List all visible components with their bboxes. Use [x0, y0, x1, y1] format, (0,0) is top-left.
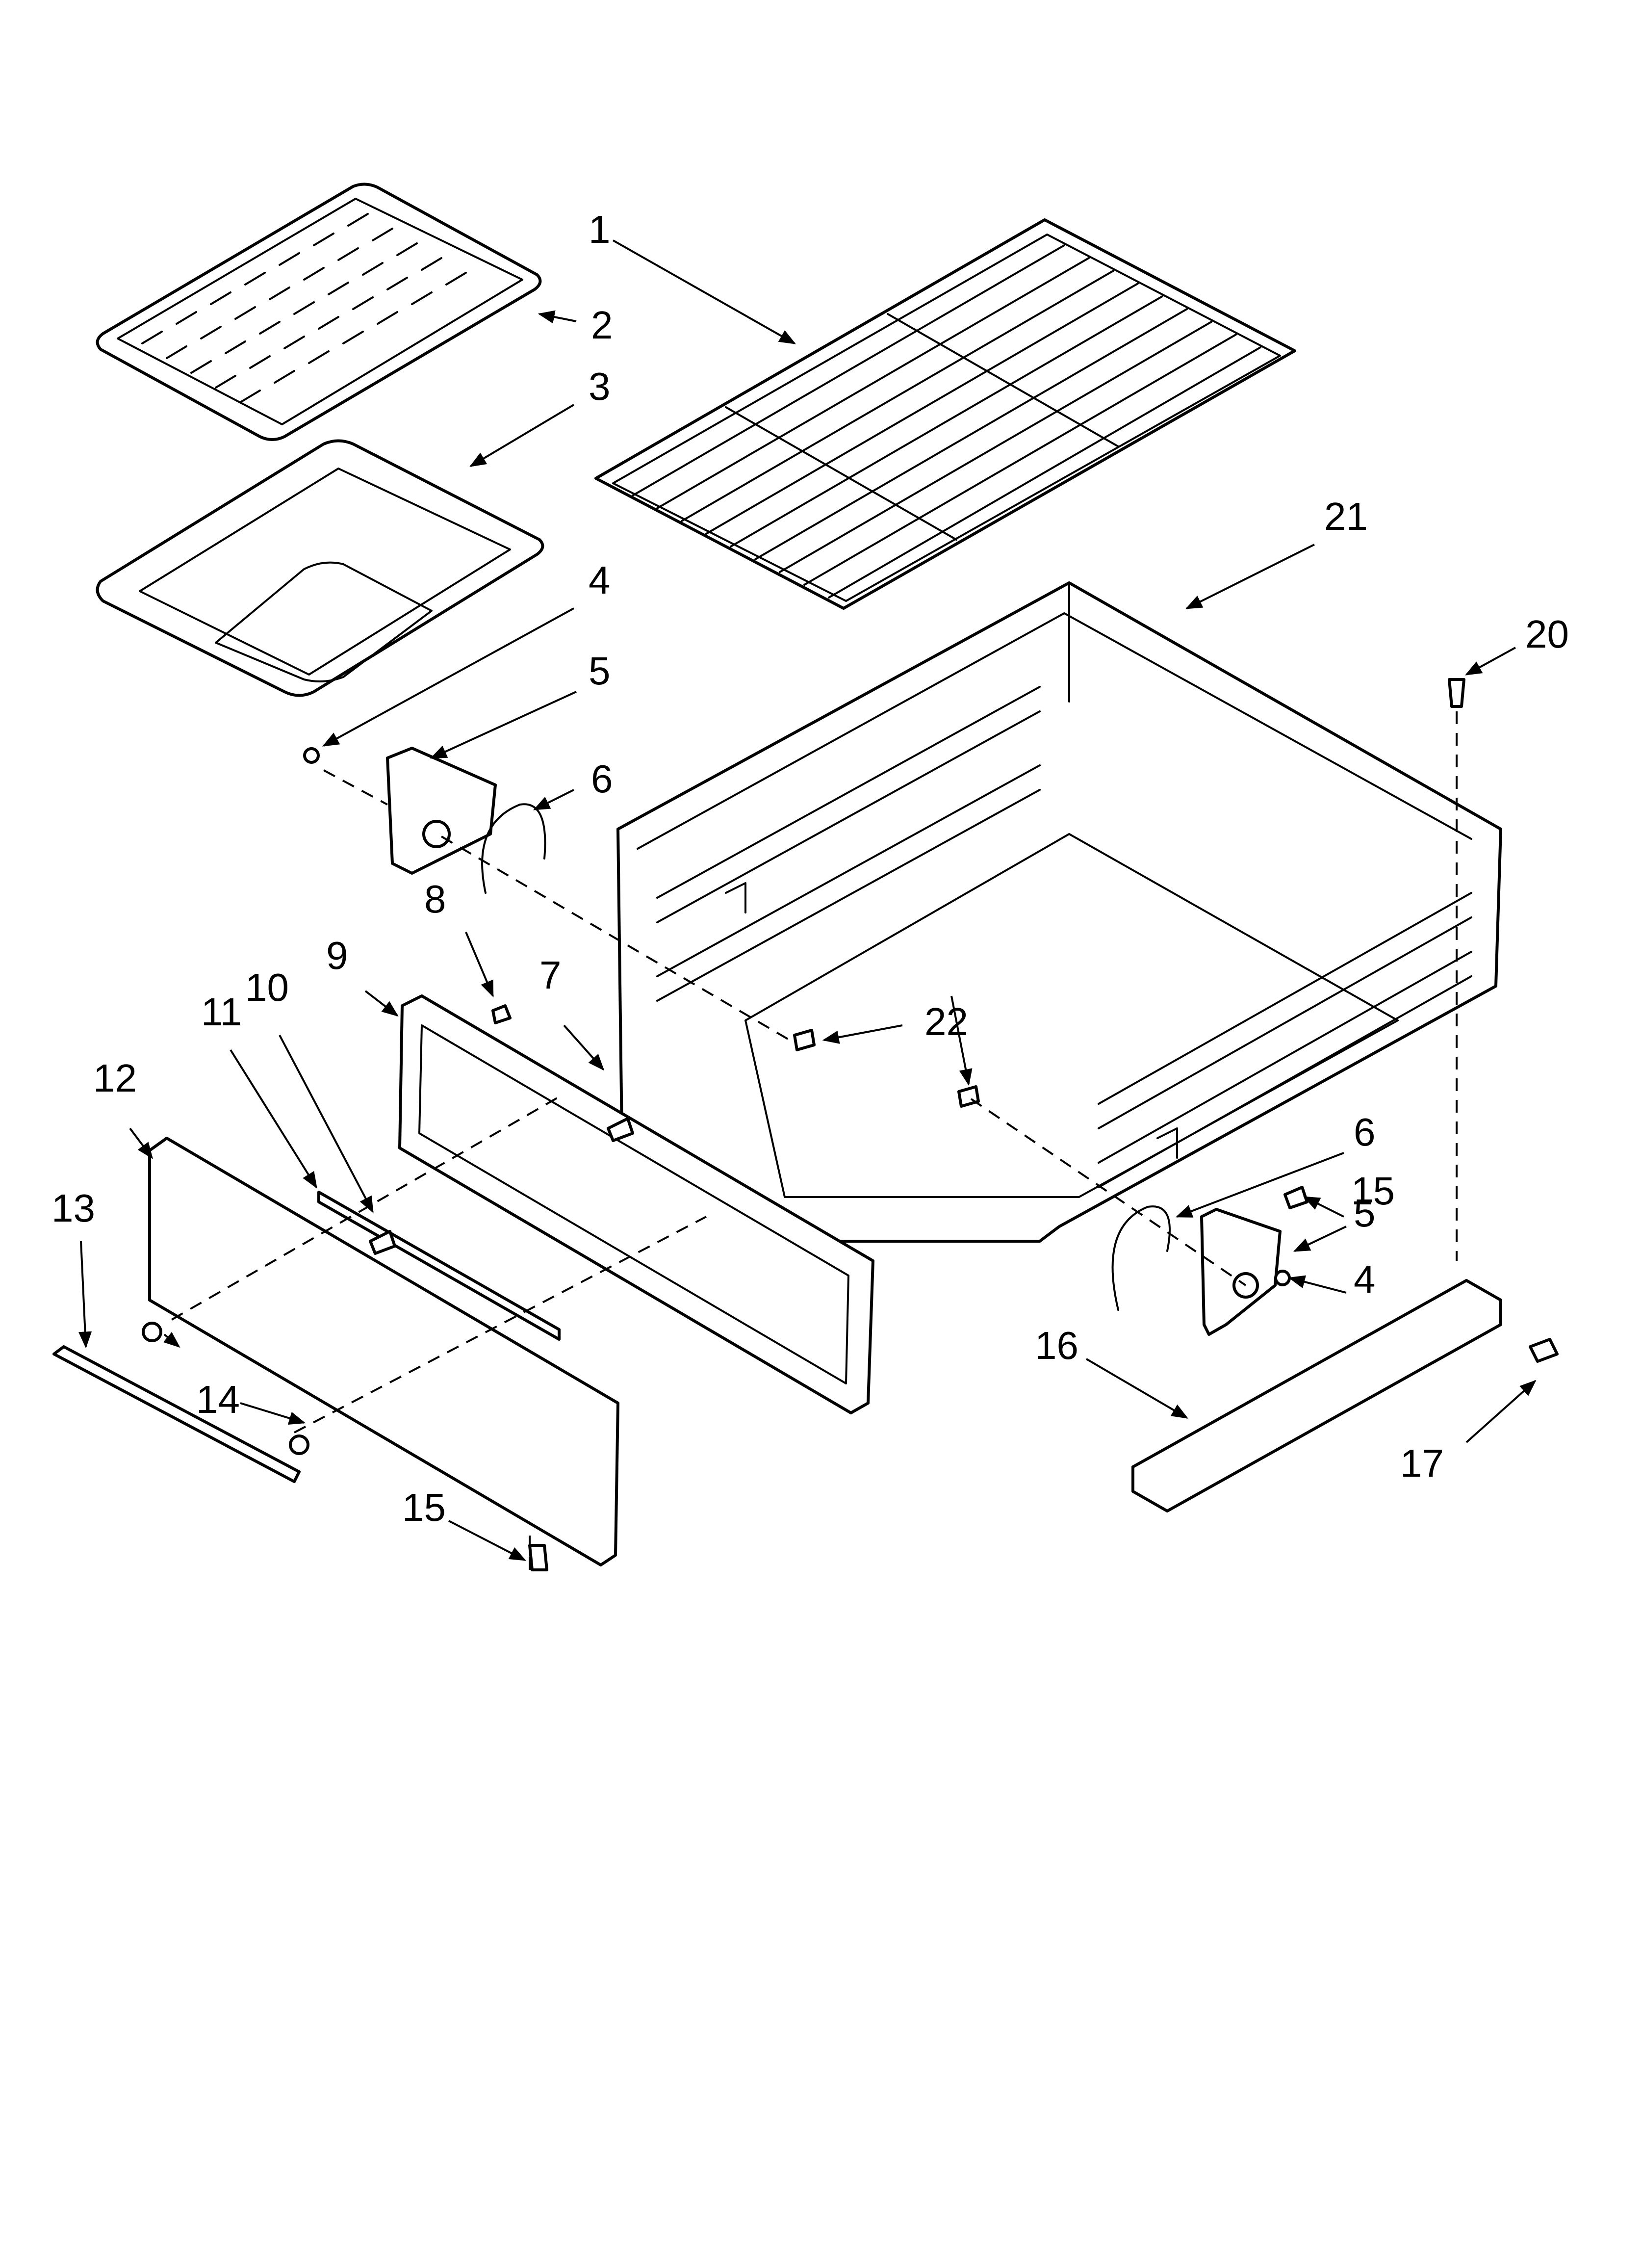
drawer-front-panel [148, 1137, 619, 1566]
spacer-lower [289, 1434, 309, 1455]
screw-15-right [1283, 1186, 1308, 1209]
trim-strip [52, 1345, 301, 1483]
callout-4-right: 4 [1354, 1257, 1376, 1301]
nut-left [303, 747, 320, 764]
nut-right [1274, 1270, 1291, 1286]
callout-3: 3 [589, 365, 611, 408]
hinge-bracket-left [386, 747, 497, 875]
callout-14: 14 [196, 1378, 240, 1421]
hinge-rod [317, 1191, 561, 1341]
drawer-rail [1131, 1279, 1502, 1512]
callout-5-right: 5 [1354, 1191, 1376, 1235]
callout-11: 11 [201, 990, 242, 1034]
callout-8: 8 [424, 877, 446, 921]
screw-22-upper [793, 1029, 816, 1051]
broiler-grid [96, 182, 542, 441]
spacer-upper [142, 1322, 162, 1342]
drawer-wire-left [481, 803, 546, 894]
callout-6-left: 6 [591, 757, 613, 801]
rail-clip [1529, 1338, 1559, 1363]
callout-9: 9 [326, 934, 348, 977]
callout-16: 16 [1035, 1324, 1078, 1367]
screw-7 [607, 1117, 634, 1142]
oven-rack [594, 218, 1296, 610]
callout-labels: 1 2 3 4 5 6 8 9 7 10 11 12 13 14 15 21 2… [51, 208, 1569, 1529]
screw-22-lower [957, 1085, 980, 1108]
callout-17: 17 [1400, 1441, 1444, 1485]
screw-8 [491, 1004, 512, 1024]
callout-22: 22 [924, 1000, 968, 1043]
callout-20: 20 [1525, 612, 1569, 656]
callout-21: 21 [1324, 495, 1368, 538]
callout-1: 1 [589, 208, 611, 251]
screw-20 [1448, 678, 1465, 708]
callout-2: 2 [591, 303, 613, 347]
callout-15-lower: 15 [402, 1486, 446, 1529]
broiler-pan [96, 439, 544, 697]
callout-6-right: 6 [1354, 1110, 1376, 1154]
callout-5-left: 5 [589, 649, 611, 693]
callout-13: 13 [51, 1186, 95, 1230]
screw-10 [369, 1230, 396, 1255]
callout-4-left: 4 [589, 558, 611, 602]
callout-10: 10 [245, 965, 289, 1009]
screw-15-lower [528, 1544, 548, 1571]
callout-7: 7 [539, 953, 562, 997]
leader-lines [78, 239, 1537, 1561]
drawer-front-frame [398, 994, 874, 1414]
drawer-body [616, 581, 1502, 1243]
drawer-wire-right [1111, 1205, 1171, 1311]
callout-12: 12 [93, 1056, 137, 1100]
callout-15-right: 15 [1351, 1169, 1395, 1213]
hinge-bracket-right [1200, 1208, 1282, 1336]
